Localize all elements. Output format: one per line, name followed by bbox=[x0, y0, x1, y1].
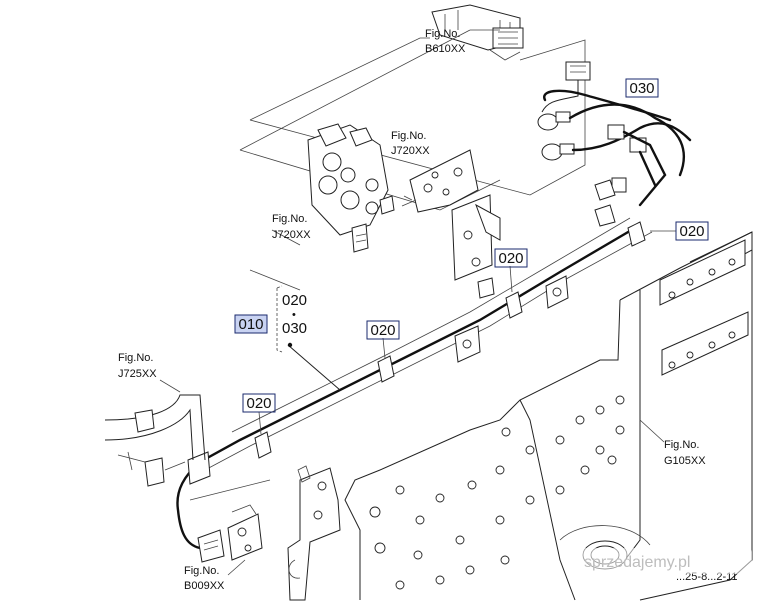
frame-holes bbox=[369, 395, 625, 590]
fig-ref-j720-valve: Fig.No. J720XX bbox=[272, 213, 311, 241]
clamp-020-left bbox=[254, 431, 272, 459]
fig-ref-b009: Fig.No. B009XX bbox=[184, 565, 225, 592]
connector-socket-1 bbox=[537, 113, 559, 131]
callout-020-right[interactable]: 020 bbox=[675, 221, 709, 241]
leader-b610-lower bbox=[249, 39, 586, 196]
wire-harness bbox=[176, 217, 653, 550]
fig-ref-b610-code: B610XX bbox=[425, 43, 466, 55]
bolt-2 bbox=[594, 204, 616, 227]
connector-top-plug bbox=[565, 61, 591, 81]
fig-ref-j720-valve-code: J720XX bbox=[272, 229, 311, 241]
connector-mid-3 bbox=[611, 177, 627, 193]
fig-ref-j720-bracket: Fig.No. J720XX bbox=[391, 130, 430, 157]
callout-020-right-text: 020 bbox=[679, 223, 704, 240]
fig-ref-j725-caption: Fig.No. bbox=[118, 352, 153, 364]
callout-030-top[interactable]: 030 bbox=[625, 78, 659, 98]
callout-020-mid[interactable]: 020 bbox=[494, 248, 528, 268]
callout-020-center[interactable]: 020 bbox=[366, 320, 400, 340]
fig-ref-g105-code: G105XX bbox=[664, 455, 706, 467]
fig-ref-j725: Fig.No. J725XX bbox=[118, 352, 157, 380]
leader-b610-upper bbox=[249, 37, 430, 121]
grommet-3 bbox=[187, 451, 211, 485]
valve-block bbox=[307, 123, 395, 253]
clamp-020-right bbox=[627, 221, 646, 247]
group-separator: • bbox=[292, 309, 296, 321]
fig-ref-b009-caption: Fig.No. bbox=[184, 565, 219, 577]
group-item-020: 020 bbox=[282, 292, 307, 309]
harness-connectors bbox=[537, 61, 692, 227]
j725-hose bbox=[104, 394, 206, 487]
leader-b610-mid bbox=[239, 29, 500, 151]
mounting-bracket bbox=[401, 149, 501, 299]
fig-ref-g105: Fig.No. G105XX bbox=[664, 439, 706, 467]
connector-mid-1 bbox=[607, 124, 625, 140]
clamp-020-mid bbox=[505, 291, 523, 319]
watermark-text: sprzedajemy.pl bbox=[584, 554, 690, 571]
bolt-1 bbox=[594, 179, 616, 201]
watermark: sprzedajemy.pl bbox=[578, 548, 752, 574]
fig-ref-j720-bracket-code: J720XX bbox=[391, 145, 430, 157]
fig-ref-b610: Fig.No. B610XX bbox=[425, 28, 466, 55]
side-bracket-plate bbox=[287, 465, 341, 601]
b009-connector bbox=[197, 504, 263, 563]
fig-ref-j720-bracket-caption: Fig.No. bbox=[391, 130, 426, 142]
callout-group-010: 020 • 030 bbox=[282, 292, 307, 337]
rail-block-lower bbox=[661, 311, 749, 376]
callout-030-top-text: 030 bbox=[629, 80, 654, 97]
callout-020-left[interactable]: 020 bbox=[242, 393, 276, 413]
fig-ref-b009-code: B009XX bbox=[184, 580, 225, 592]
fig-ref-j720-valve-caption: Fig.No. bbox=[272, 213, 307, 225]
clamp-020-center bbox=[377, 355, 395, 383]
callout-020-mid-text: 020 bbox=[498, 250, 523, 267]
callout-020-center-text: 020 bbox=[370, 322, 395, 339]
callout-020-left-text: 020 bbox=[246, 395, 271, 412]
callout-010[interactable]: 010 bbox=[234, 314, 268, 334]
rail-block-upper bbox=[659, 239, 746, 306]
connector-socket-2 bbox=[541, 143, 563, 161]
fig-ref-j725-code: J725XX bbox=[118, 368, 157, 380]
callout-010-text: 010 bbox=[238, 316, 263, 333]
group-item-030: 030 bbox=[282, 320, 307, 337]
fig-ref-g105-caption: Fig.No. bbox=[664, 439, 699, 451]
fig-ref-b610-caption: Fig.No. bbox=[425, 28, 460, 40]
